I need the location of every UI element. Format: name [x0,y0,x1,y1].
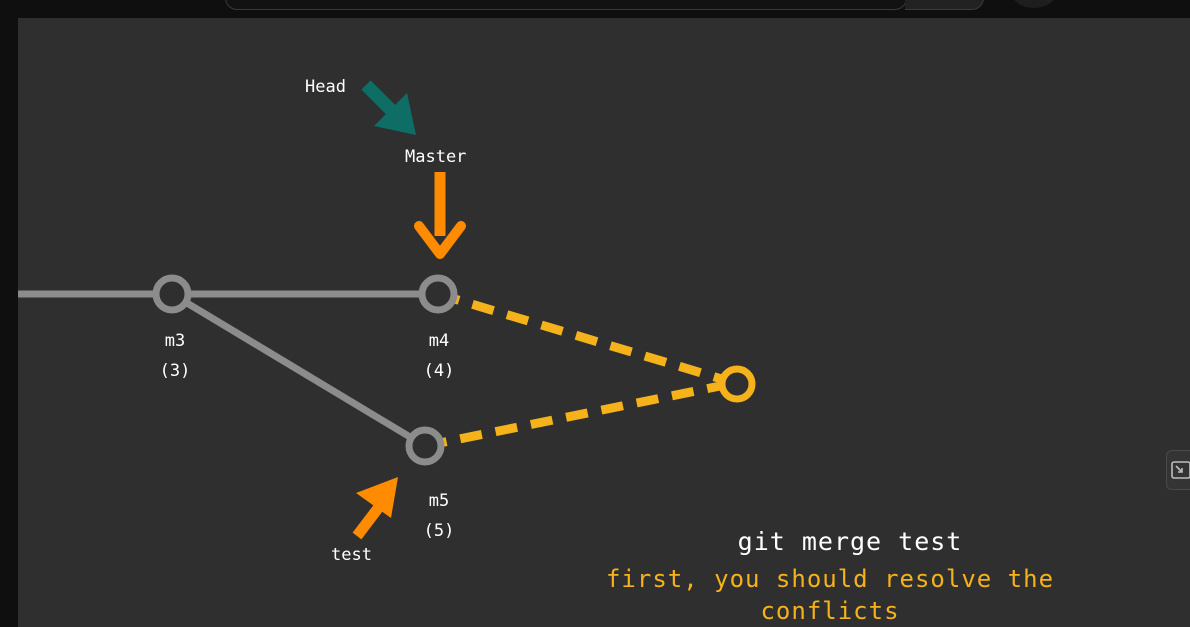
master-label: Master [405,147,466,167]
head-label: Head [305,77,346,97]
merge-line-m5 [424,378,736,451]
master-arrow-icon [414,172,466,259]
commit-node-m3 [152,274,192,314]
history-line-m3-m5 [170,290,427,450]
commit-label-m5: m5 [429,491,449,511]
commit-node-m5 [405,426,445,466]
merge-line-m4 [436,289,737,388]
commit-number-m3: (3) [160,361,191,381]
merge-commit-node [718,365,756,403]
command-text: git merge test [738,527,963,556]
head-arrow-icon [361,80,416,135]
commit-number-m5: (5) [424,521,455,541]
left-edge [0,18,18,627]
miniplayer-icon [1171,461,1190,479]
commit-node-m4 [418,274,458,314]
commit-label-m3: m3 [165,331,185,351]
voice-search-button[interactable] [1012,0,1056,8]
miniplayer-button[interactable] [1166,450,1190,490]
test-branch-label: test [331,545,372,565]
commit-number-m4: (4) [424,361,455,381]
commit-label-m4: m4 [429,331,449,351]
conflict-note-line2: conflicts [760,597,899,625]
test-arrow-icon [352,477,398,540]
conflict-note-line1: first, you should resolve the [606,565,1054,593]
